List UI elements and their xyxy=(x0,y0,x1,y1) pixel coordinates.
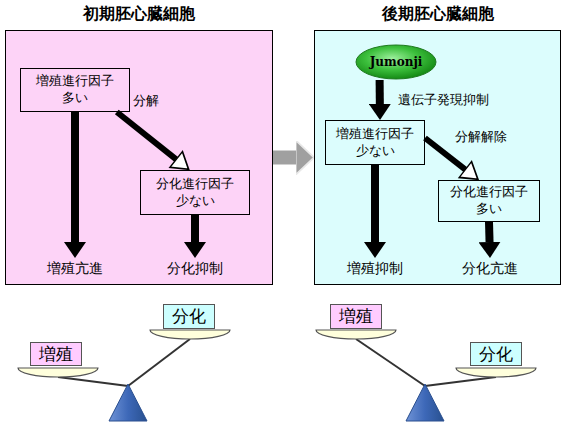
outcome-text: 分化抑制 xyxy=(160,258,230,280)
scale-label: 増殖 xyxy=(339,305,373,328)
cell-panel: 初期胚心臓細胞増殖進行因子 多い分化進行因子 少ない増殖亢進分化抑制 xyxy=(5,30,273,285)
balance-tag: 増殖 xyxy=(30,342,82,366)
gene-ellipse: Jumonji xyxy=(355,44,437,80)
balance-pan xyxy=(456,368,536,377)
arrow-label: 分解 xyxy=(133,92,159,110)
scale-label: 分化 xyxy=(479,343,513,366)
balance-beam xyxy=(128,339,190,386)
balance-pivot xyxy=(109,384,147,421)
panel-heading: 後期胚心臓細胞 xyxy=(315,4,560,25)
factor-box: 増殖進行因子 多い xyxy=(20,68,130,112)
flow-arrow xyxy=(273,151,296,165)
factor-box: 分化進行因子 多い xyxy=(438,180,540,222)
outcome-label: 増殖抑制 xyxy=(347,260,403,278)
outcome-label: 増殖亢進 xyxy=(47,260,103,278)
balance-beam xyxy=(58,377,128,386)
balance-pan xyxy=(18,368,98,377)
outcome-label: 分化抑制 xyxy=(167,260,223,278)
balance-tag: 分化 xyxy=(470,342,522,366)
cell-panel: 後期胚心臓細胞Jumonji増殖進行因子 少ない分化進行因子 多い増殖抑制分化亢… xyxy=(314,30,561,285)
box-text: 増殖進行因子 少ない xyxy=(333,126,417,160)
balance-tag: 増殖 xyxy=(330,304,382,329)
box-text: 増殖進行因子 多い xyxy=(33,73,117,107)
gene-ellipse-shape xyxy=(356,45,436,79)
outcome-text: 増殖亢進 xyxy=(40,258,110,280)
gene-name: Jumonji xyxy=(370,55,423,69)
box-text: 分化進行因子 多い xyxy=(447,184,531,218)
scale-label: 増殖 xyxy=(39,343,73,366)
factor-box: 増殖進行因子 少ない xyxy=(325,120,425,165)
factor-box: 分化進行因子 少ない xyxy=(140,170,250,215)
outcome-text: 増殖抑制 xyxy=(340,258,410,280)
arrow-label: 分解解除 xyxy=(455,128,507,146)
arrow-label: 遺伝子発現抑制 xyxy=(398,91,489,109)
panel-heading: 初期胚心臓細胞 xyxy=(6,4,272,25)
balance-pan xyxy=(316,330,396,339)
balance-pivot xyxy=(406,384,444,421)
outcome-text: 分化亢進 xyxy=(455,258,525,280)
box-text: 分化進行因子 少ない xyxy=(153,176,237,210)
scale-label: 分化 xyxy=(172,305,206,328)
balance-pan xyxy=(150,330,230,339)
balance-tag: 分化 xyxy=(163,304,215,329)
outcome-label: 分化亢進 xyxy=(462,260,518,278)
balance-beam xyxy=(425,377,496,386)
balance-beam xyxy=(356,339,425,386)
